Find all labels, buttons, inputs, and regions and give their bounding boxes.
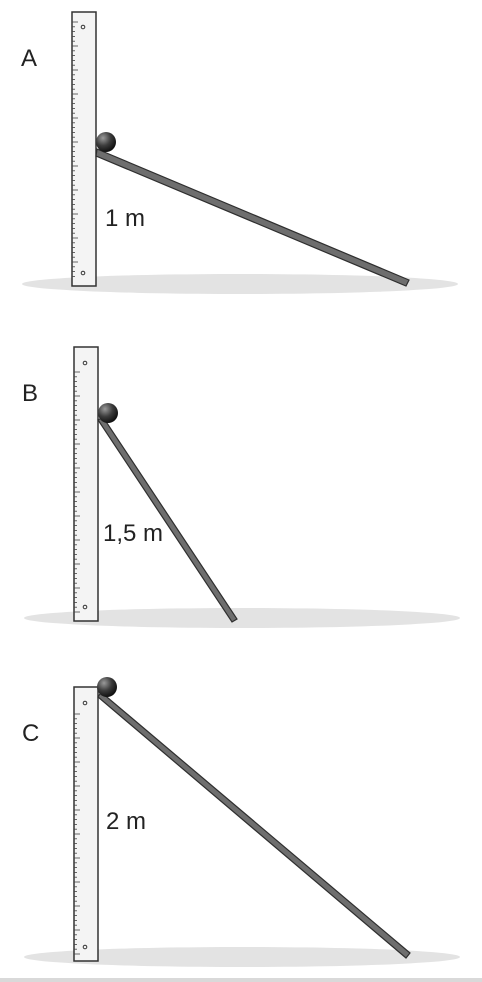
ruler <box>71 11 97 287</box>
height-label: 2 m <box>106 808 146 835</box>
ball <box>97 677 117 697</box>
ruler <box>73 346 99 622</box>
panel-b: B 1,5 m <box>22 346 460 628</box>
ruler-ticks <box>74 371 80 613</box>
ground-shadow <box>24 947 460 967</box>
panel-letter: B <box>22 380 38 407</box>
panel-letter: A <box>21 45 37 72</box>
ruler-hole-top <box>82 360 88 366</box>
ruler-body <box>71 11 97 287</box>
ruler-body <box>73 346 99 622</box>
ramp <box>95 148 410 287</box>
ball <box>98 403 118 423</box>
ruler-body <box>73 686 99 962</box>
ruler-ticks <box>74 713 80 955</box>
ground-shadow <box>22 274 458 294</box>
ruler-hole-bottom <box>82 944 88 950</box>
ruler-hole-bottom <box>80 270 86 276</box>
panel-a: A 1 m <box>21 11 458 294</box>
ruler-hole-bottom <box>82 604 88 610</box>
height-label: 1 m <box>105 205 145 232</box>
ruler-hole-top <box>82 700 88 706</box>
bottom-border <box>0 978 482 982</box>
ground-shadow <box>24 608 460 628</box>
panel-letter: C <box>22 720 39 747</box>
ruler-ticks <box>72 21 78 277</box>
ball <box>96 132 116 152</box>
height-label: 1,5 m <box>103 520 163 547</box>
ruler-hole-top <box>80 24 86 30</box>
panel-c: C 2 m <box>22 677 460 967</box>
ruler <box>73 686 99 962</box>
